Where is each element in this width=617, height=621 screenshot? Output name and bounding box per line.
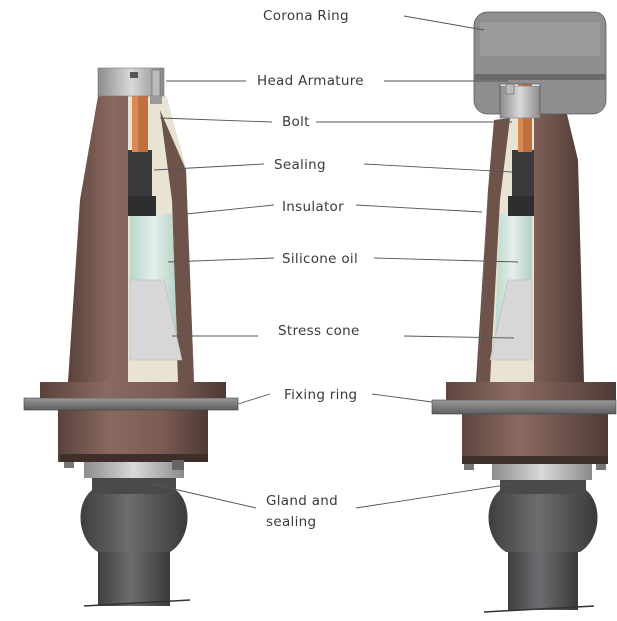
right-cable-bulb [488, 490, 598, 552]
left-bolt-head-1 [64, 462, 74, 468]
left-fixing-ring [23, 397, 239, 411]
left-bolt [151, 69, 161, 97]
left-bottom-flange [58, 410, 208, 462]
left-stress-cone [129, 279, 183, 361]
right-bottom-flange [462, 414, 608, 464]
leader-fixing-ring-right [371, 393, 433, 403]
leader-stress-cone-right [403, 335, 515, 339]
leader-lines [151, 15, 519, 509]
label-head-armature: Head Armature [257, 73, 364, 89]
label-sealing: Sealing [274, 157, 326, 173]
leader-gland-left [151, 483, 257, 509]
leader-silicone-oil-right [373, 257, 519, 263]
leader-silicone-oil-left [167, 257, 275, 263]
left-bolt-head-2 [172, 460, 184, 470]
left-gland-plate [84, 462, 184, 478]
label-silicone-oil: Silicone oil [282, 251, 359, 267]
left-gland-body [92, 476, 176, 494]
label-gland-and-sealing: Gland and sealing [266, 493, 338, 530]
label-bolt: Bolt [282, 114, 310, 130]
right-gland-plate [492, 464, 592, 480]
leader-bolt-left [159, 117, 273, 123]
label-insulator: Insulator [282, 199, 344, 215]
leader-fixing-ring-left [237, 393, 271, 405]
left-upper-flange [40, 382, 226, 398]
left-termination [23, 67, 239, 607]
left-cable-bulb [80, 490, 188, 552]
label-corona-ring: Corona Ring [263, 8, 349, 24]
right-termination [431, 11, 617, 613]
leader-gland-right [355, 483, 513, 509]
leader-sealing-left [153, 163, 265, 171]
right-upper-flange [446, 382, 616, 400]
right-fixing-ring [431, 399, 617, 415]
leader-sealing-right [363, 163, 513, 173]
label-stress-cone: Stress cone [278, 323, 360, 339]
leader-corona-ring [403, 15, 485, 31]
leader-insulator-right [355, 204, 483, 213]
right-stress-cone [489, 279, 533, 361]
label-fixing-ring: Fixing ring [284, 387, 358, 403]
leader-insulator-left [185, 204, 275, 215]
